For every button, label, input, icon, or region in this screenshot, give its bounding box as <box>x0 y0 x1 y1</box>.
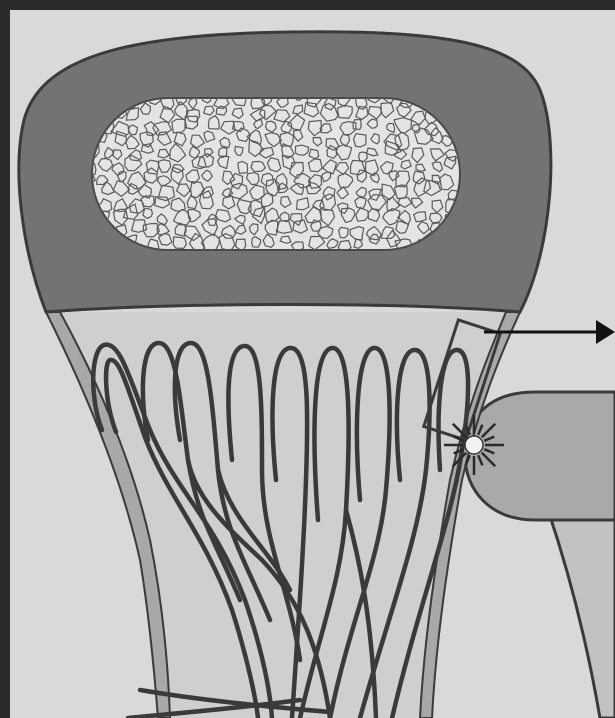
cancellous-bone-pattern <box>79 89 461 254</box>
adjacent-pad <box>465 392 615 520</box>
injury-star-center <box>465 436 483 454</box>
